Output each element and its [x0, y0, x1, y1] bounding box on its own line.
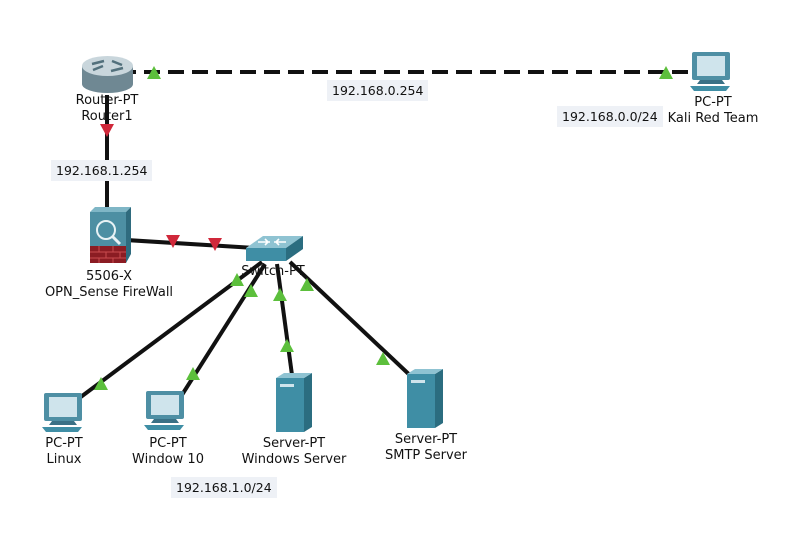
link-up-marker: [659, 66, 673, 79]
link-up-marker: [273, 288, 287, 301]
firewall-label: 5506-X OPN_Sense FireWall: [45, 269, 173, 301]
device-model: PC-PT: [149, 436, 187, 451]
device-name: Windows Server: [241, 452, 347, 467]
smtp-label: Server-PT SMTP Server: [385, 432, 467, 464]
link-up-marker: [186, 367, 200, 380]
router-label: Router-PT Router1: [76, 93, 139, 125]
link-up-marker: [147, 66, 161, 79]
winsrv-label: Server-PT Windows Server: [242, 436, 347, 468]
pc-icon[interactable]: [42, 393, 82, 432]
device-name: Kali Red Team: [667, 111, 759, 126]
link-down-marker: [208, 238, 222, 251]
device-model: Router-PT: [75, 93, 139, 108]
kali-label: PC-PT Kali Red Team: [668, 95, 759, 127]
link-firewall-switch[interactable]: [125, 238, 256, 250]
device-model: Server-PT: [394, 432, 458, 447]
pc-icon[interactable]: [144, 391, 184, 430]
device-name: Linux: [46, 452, 82, 467]
ip-label-wan-net: 192.168.0.0/24: [557, 106, 663, 127]
link-up-marker: [94, 377, 108, 390]
switch-icon[interactable]: [246, 236, 303, 261]
device-model: PC-PT: [694, 95, 732, 110]
device-name: SMTP Server: [384, 448, 468, 463]
device-name: Window 10: [132, 452, 204, 467]
link-up-marker: [300, 278, 314, 291]
link-up-marker: [376, 352, 390, 365]
server-icon[interactable]: [407, 369, 443, 428]
ip-label-lan-net: 192.168.1.0/24: [171, 477, 277, 498]
link-switch-winsrv[interactable]: [275, 263, 294, 376]
link-up-marker: [244, 284, 258, 297]
win10-label: PC-PT Window 10: [132, 436, 204, 468]
device-model: Server-PT: [262, 436, 326, 451]
pc-icon[interactable]: [690, 52, 730, 91]
link-down-marker: [100, 124, 114, 137]
link-up-marker: [280, 339, 294, 352]
link-status-markers: [94, 66, 673, 390]
switch-label: Switch-PT: [241, 264, 304, 280]
firewall-icon[interactable]: [90, 207, 131, 263]
link-switch-smtp[interactable]: [288, 260, 417, 382]
device-model: 5506-X: [85, 269, 133, 284]
device-name: Router1: [81, 109, 133, 124]
ip-label-router-lan: 192.168.1.254: [51, 160, 153, 181]
device-model: Switch-PT: [241, 264, 305, 279]
router-icon[interactable]: [82, 56, 133, 93]
ip-label-router-wan: 192.168.0.254: [327, 80, 429, 101]
server-icon[interactable]: [276, 373, 312, 432]
linux-label: PC-PT Linux: [45, 436, 82, 468]
link-down-marker: [166, 235, 180, 248]
device-model: PC-PT: [45, 436, 83, 451]
device-name: OPN_Sense FireWall: [44, 285, 174, 300]
link-up-marker: [230, 273, 244, 286]
